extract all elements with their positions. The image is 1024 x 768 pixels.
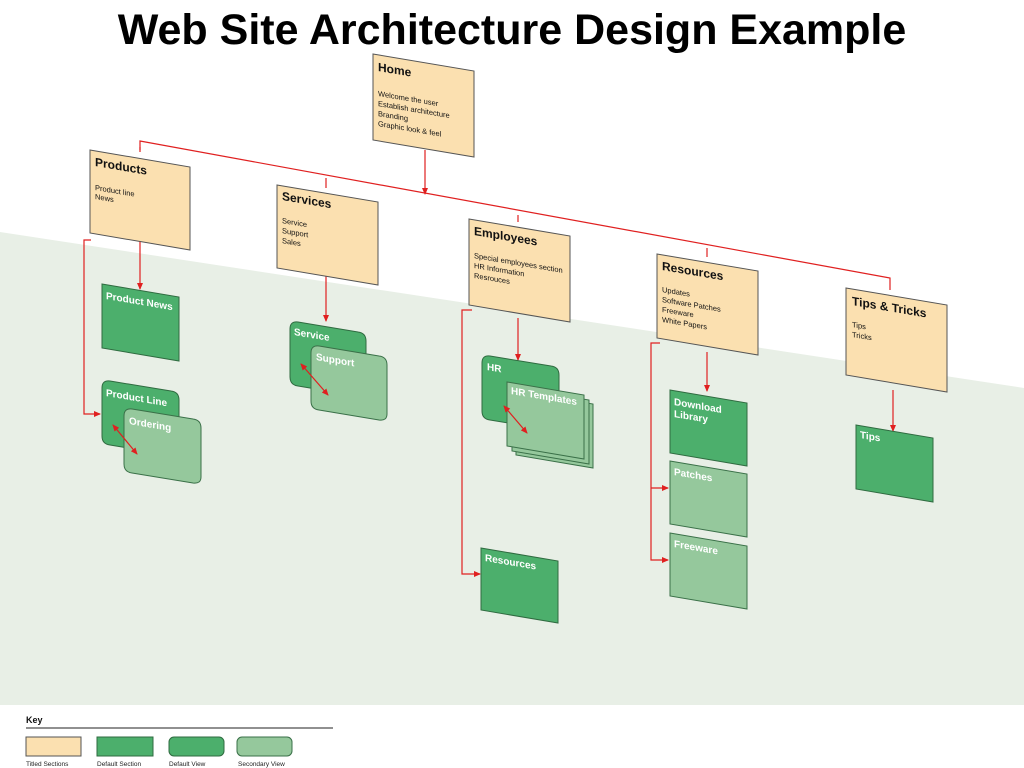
legend-swatch-default-section xyxy=(96,736,154,757)
bidirectional-arrow xyxy=(503,405,528,434)
page-tips[interactable]: Tips xyxy=(855,424,934,503)
connectors xyxy=(83,140,896,577)
services-line: Service xyxy=(282,216,307,229)
hr-title: HR xyxy=(487,362,502,375)
connector-resources-side xyxy=(650,342,669,563)
tips-line: Tips xyxy=(852,320,866,331)
section-services[interactable]: Services Service Support Sales xyxy=(276,184,379,286)
page-hr-templates[interactable]: HR Templates xyxy=(506,381,594,469)
home-title: Home xyxy=(378,60,412,80)
tips-page-title: Tips xyxy=(860,430,881,444)
bidirectional-arrow xyxy=(300,363,329,396)
page-download-library[interactable]: Download Library xyxy=(669,389,748,467)
background-band xyxy=(0,232,1024,705)
connector-products-line xyxy=(83,239,101,417)
page-freeware[interactable]: Freeware xyxy=(669,532,748,610)
services-line: Sales xyxy=(282,236,301,248)
legend-label: Default Section xyxy=(97,761,141,768)
legend-label: Titled Sections xyxy=(26,761,69,768)
section-home[interactable]: Home Welcome the user Establish architec… xyxy=(372,53,475,158)
products-line: News xyxy=(95,192,114,204)
page-support[interactable]: Support xyxy=(310,345,388,421)
bidirectional-arrow xyxy=(112,424,138,455)
legend-heading: Key xyxy=(26,715,43,725)
legend-label: Default View xyxy=(169,761,206,768)
section-employees[interactable]: Employees Special employees section HR I… xyxy=(468,218,571,323)
page-ordering[interactable]: Ordering xyxy=(123,408,202,484)
connector-employees-resources xyxy=(461,309,481,577)
page-employee-resources[interactable]: Resources xyxy=(480,547,559,624)
page-patches[interactable]: Patches xyxy=(669,460,748,538)
section-resources[interactable]: Resources Updates Software Patches Freew… xyxy=(656,253,759,356)
legend-label: Secondary View xyxy=(238,761,285,768)
section-products[interactable]: Products Product line News xyxy=(89,149,191,251)
legend-swatch-secondary-view xyxy=(236,736,293,757)
connector-trunk xyxy=(139,140,891,290)
section-tips-tricks[interactable]: Tips & Tricks Tips Tricks xyxy=(845,287,948,393)
legend-swatch-titled-section xyxy=(25,736,82,757)
tips-line: Tricks xyxy=(852,330,872,342)
legend: Key Titled Sections Default Section Defa… xyxy=(25,715,333,768)
legend-swatch-default-view xyxy=(168,736,225,757)
page-product-news[interactable]: Product News xyxy=(101,283,180,362)
page-title: Web Site Architecture Design Example xyxy=(117,6,907,54)
